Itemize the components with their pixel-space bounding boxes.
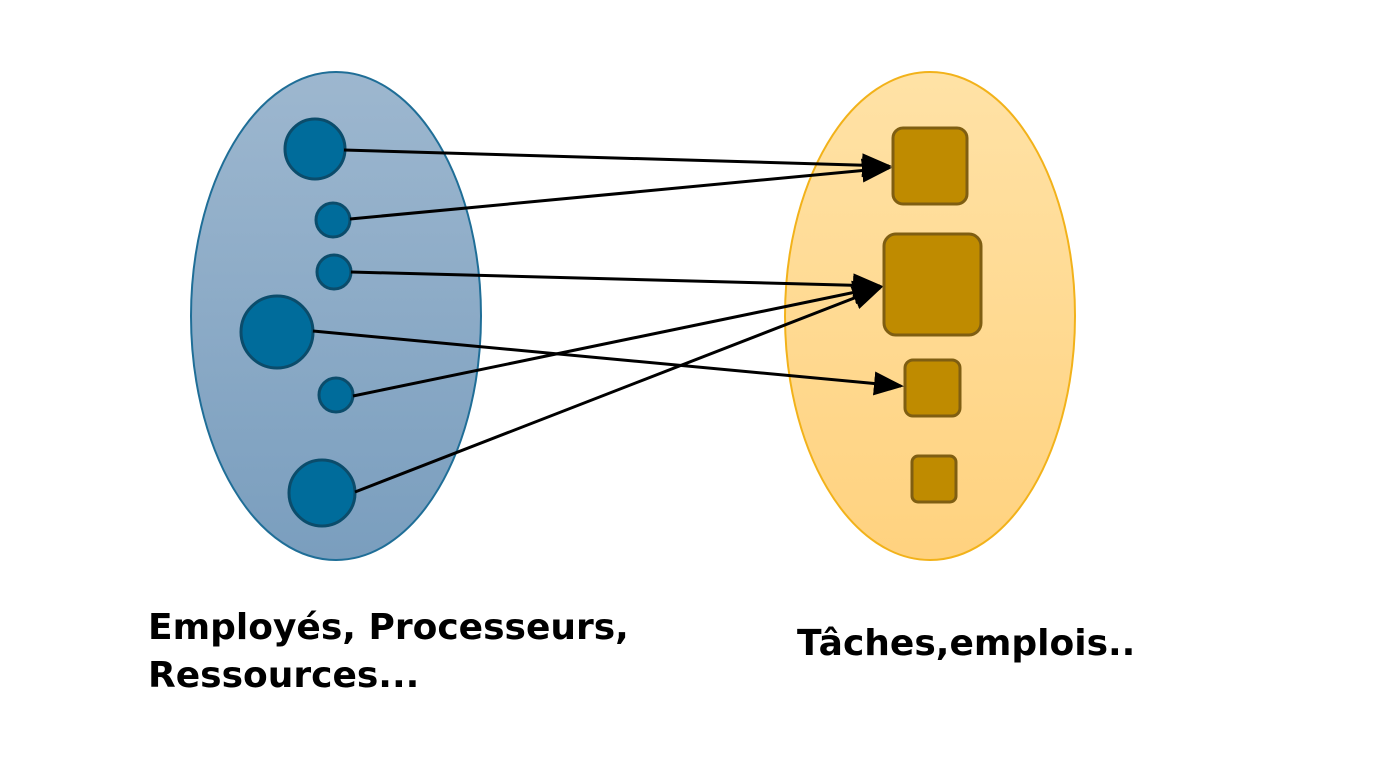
resources-label-line-2: Ressources... [148, 655, 420, 696]
resource-node-r6 [287, 458, 357, 528]
mapping-arrow-r4-t3 [312, 329, 904, 396]
mapping-arrow-r1-t1 [343, 148, 892, 178]
resource-node-r5 [317, 376, 355, 414]
mapping-arrow-r3-t2 [350, 270, 883, 298]
resource-node-r1 [283, 117, 347, 181]
mapping-arrows-group [312, 148, 904, 494]
tasks-label-line: Tâches,emplois.. [797, 623, 1136, 664]
resources-group [239, 117, 357, 528]
resources-set-ellipse [190, 71, 482, 561]
resources-label-line-1: Employés, Processeurs, [148, 607, 629, 648]
resource-node-r2 [314, 201, 352, 239]
tasks-set-label: Tâches,emplois.. [797, 620, 1135, 668]
mapping-arrow-r5-t2 [352, 280, 883, 398]
task-node-t4 [910, 454, 958, 504]
resource-node-r4 [239, 294, 315, 370]
tasks-group [882, 126, 983, 504]
task-node-t3 [903, 358, 962, 418]
task-node-t1 [891, 126, 969, 206]
mapping-arrow-r2-t1 [349, 158, 892, 221]
task-node-t2 [882, 232, 983, 337]
mapping-arrow-r6-t2 [354, 286, 883, 494]
resource-node-r3 [315, 253, 353, 291]
resources-set-label: Employés, Processeurs, Ressources... [148, 604, 629, 700]
